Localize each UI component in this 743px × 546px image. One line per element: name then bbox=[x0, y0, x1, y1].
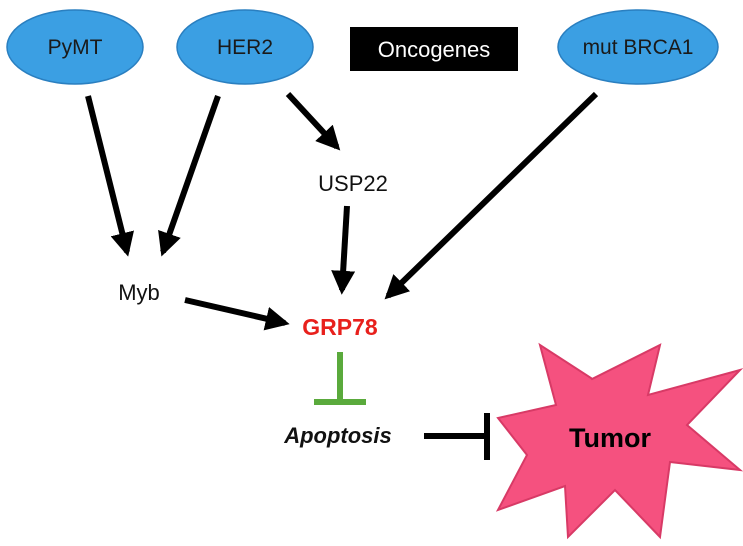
arrow-her2-to-usp22 bbox=[285, 91, 341, 151]
apoptosis-label: Apoptosis bbox=[283, 423, 392, 448]
pymt-node: PyMT bbox=[6, 9, 144, 85]
arrow-her2-to-myb bbox=[158, 95, 221, 257]
her2-oval bbox=[176, 9, 314, 85]
usp22-label: USP22 bbox=[318, 171, 388, 196]
her2-label: HER2 bbox=[217, 36, 273, 59]
tumor-node: Tumor bbox=[495, 342, 743, 540]
grp78-label: GRP78 bbox=[302, 314, 378, 340]
pymt-label: PyMT bbox=[48, 36, 103, 59]
oncogenes-title: Oncogenes bbox=[350, 27, 518, 71]
her2-node: HER2 bbox=[176, 9, 314, 85]
oncogenes-title-label: Oncogenes bbox=[378, 37, 491, 62]
arrow-myb-to-grp78 bbox=[184, 297, 290, 331]
inhibit-grp78-apoptosis bbox=[314, 352, 366, 405]
arrow-brca1-to-grp78 bbox=[384, 91, 599, 300]
mut-brca1-oval bbox=[557, 9, 719, 85]
mut-brca1-node: mut BRCA1 bbox=[557, 9, 719, 85]
arrow-usp22-to-grp78 bbox=[331, 205, 356, 295]
inhibit-apoptosis-tumor bbox=[424, 413, 490, 460]
myb-label: Myb bbox=[118, 280, 160, 305]
mut-brca1-label: mut BRCA1 bbox=[583, 36, 694, 59]
tumor-starburst bbox=[495, 342, 743, 540]
arrow-pymt-to-myb bbox=[85, 95, 134, 257]
oncogenes-title-box bbox=[350, 27, 518, 71]
pymt-oval bbox=[6, 9, 144, 85]
tumor-label: Tumor bbox=[569, 423, 651, 453]
